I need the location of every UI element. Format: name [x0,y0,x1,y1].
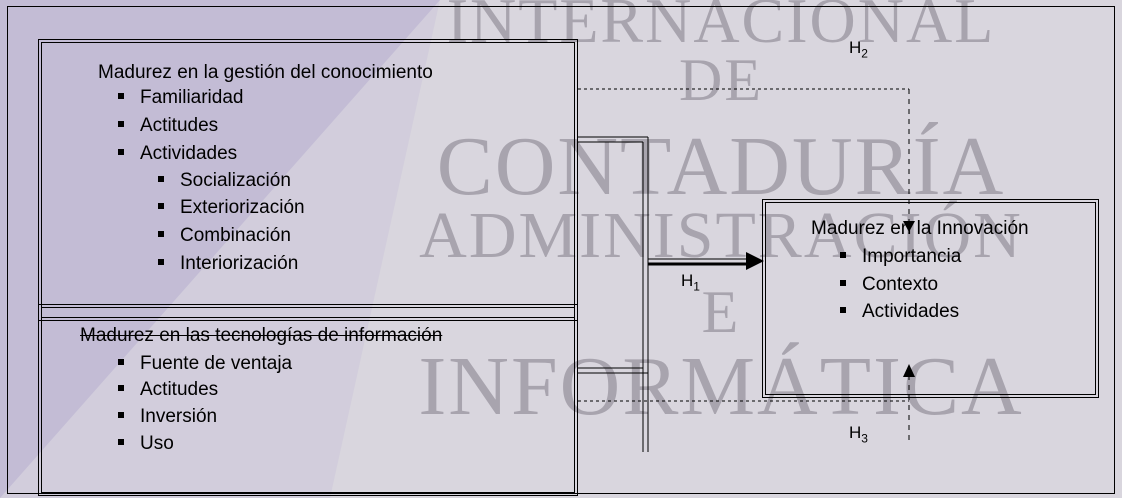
watermark-line: DE [679,47,763,113]
it-item: Uso [118,433,174,455]
innovation-item: Contexto [840,274,938,296]
it-item: Inversión [118,406,217,428]
bullet-icon [158,202,164,209]
bullet-icon [118,358,124,365]
it-title: Madurez en las tecnologías de informació… [80,325,443,346]
bullet-icon [118,384,124,391]
bullet-icon [118,92,124,99]
km-subitem: Interiorización [158,253,298,275]
km-item: Familiaridad [118,87,243,109]
bullet-icon [118,411,124,418]
bullet-icon [840,279,846,286]
innovation-box [762,199,1099,398]
watermark-line: E [701,279,741,345]
watermark-line: INFORMÁTICA [418,340,1024,433]
bullet-icon [118,148,124,155]
km-subitem: Combinación [158,225,291,247]
innovation-item: Importancia [840,246,961,268]
it-item: Fuente de ventaja [118,353,292,375]
bullet-icon [840,251,846,258]
h2-label: H2 [849,38,868,61]
bullet-icon [118,120,124,127]
bullet-icon [118,438,124,445]
innovation-item: Actividades [840,301,959,323]
watermark-line: INTERNACIONAL [446,0,996,56]
knowledge-management-box [38,39,578,321]
km-item: Actitudes [118,115,218,137]
bullet-icon [158,258,164,265]
bullet-icon [158,230,164,237]
km-item: Actividades [118,143,237,165]
innovation-title: Madurez en la Innovación [811,218,1029,239]
bullet-icon [840,306,846,313]
it-item: Actitudes [118,379,218,401]
information-technology-box [38,304,578,496]
km-subitem: Exteriorización [158,197,305,219]
h3-label: H3 [849,423,868,446]
km-title: Madurez en la gestión del conocimiento [98,62,433,83]
km-subitem: Socialización [158,170,291,192]
bullet-icon [158,175,164,182]
watermark-line: ADMINISTRACIÓN [419,199,1023,272]
h1-label: H1 [681,271,700,294]
watermark-line: CONTADURÍA [436,120,1006,213]
